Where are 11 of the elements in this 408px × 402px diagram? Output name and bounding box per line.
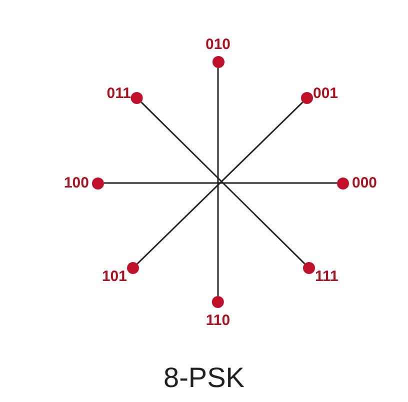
point-label: 010 [205,36,231,53]
point-label: 111 [315,268,338,285]
point-label: 110 [206,312,230,329]
connector-line [104,182,337,184]
point-label: 011 [106,85,131,102]
point-label: 000 [352,174,378,192]
point-label: 100 [64,174,89,192]
point-label: 001 [313,85,338,102]
point-label: 101 [102,268,127,285]
diagram-title: 8-PSK [162,362,246,394]
connector-line [217,68,219,296]
